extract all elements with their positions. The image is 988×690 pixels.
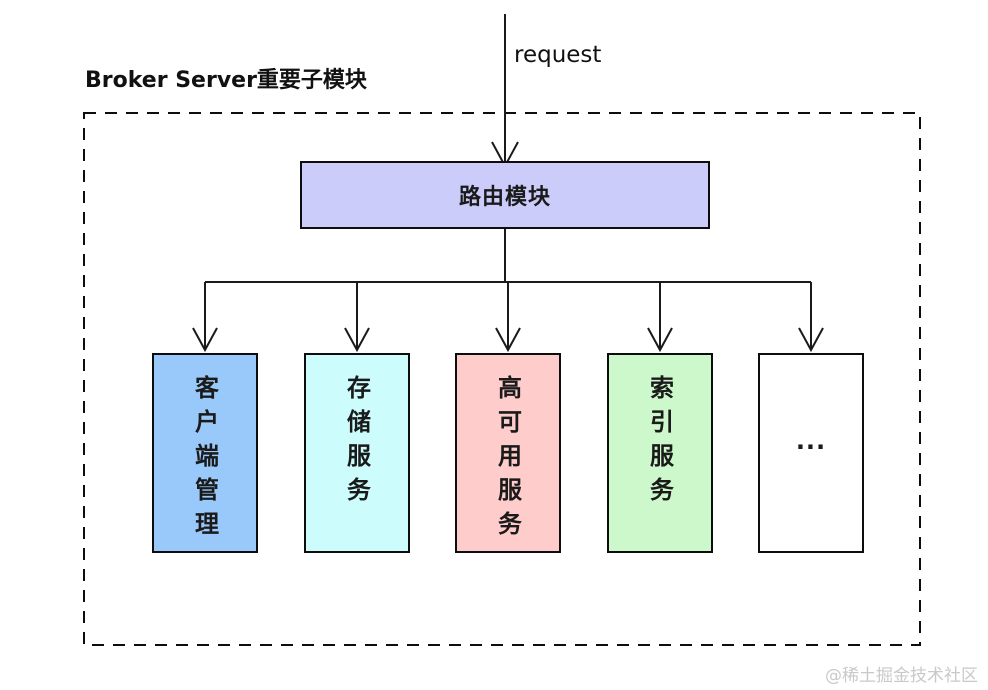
- module-label: 高可用服务: [493, 375, 522, 545]
- module-box-client-management: 客户端管理: [152, 353, 258, 553]
- module-label: 客户端管理: [190, 375, 219, 545]
- module-box-storage-service: 存储服务: [304, 353, 410, 553]
- router-module-label: 路由模块: [458, 185, 551, 210]
- module-box-more: ...: [758, 353, 864, 553]
- module-label: ...: [795, 427, 827, 455]
- module-label: 索引服务: [645, 375, 674, 511]
- module-label: 存储服务: [342, 375, 371, 511]
- broker-server-boundary: [83, 112, 921, 646]
- watermark: @稀土掘金技术社区: [825, 666, 978, 686]
- request-label: request: [514, 42, 602, 68]
- router-module-box: 路由模块: [300, 161, 710, 229]
- request-arrow: [491, 14, 519, 169]
- module-box-index-service: 索引服务: [607, 353, 713, 553]
- diagram-title: Broker Server重要子模块: [85, 68, 367, 93]
- module-box-high-availability-service: 高可用服务: [455, 353, 561, 553]
- branch-lines: [192, 227, 824, 353]
